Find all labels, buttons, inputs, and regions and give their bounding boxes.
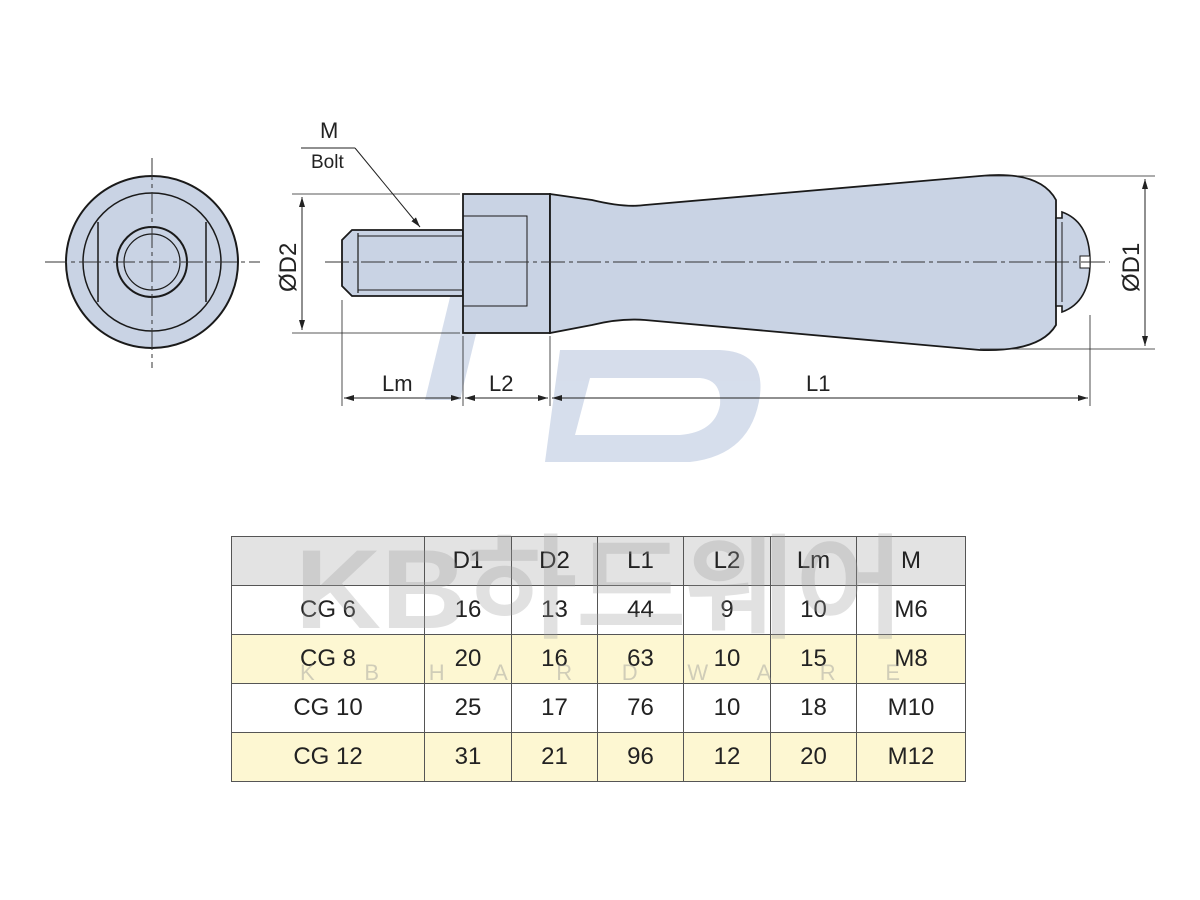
cell-model: CG 8 — [231, 634, 425, 684]
d1-label: ØD1 — [1118, 243, 1145, 292]
cell-d1: 31 — [424, 732, 512, 782]
end-view — [45, 158, 260, 368]
cell-model: CG 12 — [231, 732, 425, 782]
header-l2: L2 — [683, 536, 771, 586]
l1-label: L1 — [806, 371, 830, 396]
lm-label: Lm — [382, 371, 413, 396]
table-row: CG 12 31 21 96 12 20 M12 — [231, 732, 966, 782]
header-d2: D2 — [511, 536, 598, 586]
cell-lm: 10 — [770, 585, 857, 635]
cell-d1: 16 — [424, 585, 512, 635]
d2-dimension: ØD2 — [275, 193, 460, 334]
cell-lm: 18 — [770, 683, 857, 733]
table-header-row: D1 D2 L1 L2 Lm M — [231, 536, 966, 586]
d1-dimension: ØD1 — [980, 175, 1155, 350]
cell-d2: 21 — [511, 732, 598, 782]
cell-l1: 63 — [597, 634, 684, 684]
header-m: M — [856, 536, 966, 586]
cell-model: CG 10 — [231, 683, 425, 733]
header-model — [231, 536, 425, 586]
d2-label: ØD2 — [275, 243, 302, 292]
cell-lm: 20 — [770, 732, 857, 782]
cell-l2: 9 — [683, 585, 771, 635]
cell-m: M8 — [856, 634, 966, 684]
table-row: CG 10 25 17 76 10 18 M10 — [231, 683, 966, 733]
length-dimensions: Lm L2 L1 — [341, 300, 1091, 406]
cell-d1: 25 — [424, 683, 512, 733]
spec-table: D1 D2 L1 L2 Lm M CG 6 16 13 44 9 10 M6 C… — [231, 536, 966, 782]
cell-m: M12 — [856, 732, 966, 782]
cell-d2: 13 — [511, 585, 598, 635]
cell-l2: 10 — [683, 683, 771, 733]
table-row: CG 8 20 16 63 10 15 M8 — [231, 634, 966, 684]
cell-d1: 20 — [424, 634, 512, 684]
cell-l1: 76 — [597, 683, 684, 733]
bolt-callout: M Bolt — [301, 118, 421, 228]
cell-m: M10 — [856, 683, 966, 733]
cell-l1: 44 — [597, 585, 684, 635]
table-row: CG 6 16 13 44 9 10 M6 — [231, 585, 966, 635]
header-l1: L1 — [597, 536, 684, 586]
header-lm: Lm — [770, 536, 857, 586]
bolt-symbol-label: M — [320, 118, 338, 143]
cell-l2: 12 — [683, 732, 771, 782]
cell-d2: 17 — [511, 683, 598, 733]
header-d1: D1 — [424, 536, 512, 586]
bolt-word-label: Bolt — [311, 152, 344, 173]
side-view — [325, 174, 1110, 352]
cell-d2: 16 — [511, 634, 598, 684]
cell-l1: 96 — [597, 732, 684, 782]
l2-label: L2 — [489, 371, 513, 396]
cell-m: M6 — [856, 585, 966, 635]
cell-lm: 15 — [770, 634, 857, 684]
cell-l2: 10 — [683, 634, 771, 684]
technical-drawing: M Bolt ØD2 ØD1 Lm L2 L1 — [45, 118, 1155, 462]
cell-model: CG 6 — [231, 585, 425, 635]
